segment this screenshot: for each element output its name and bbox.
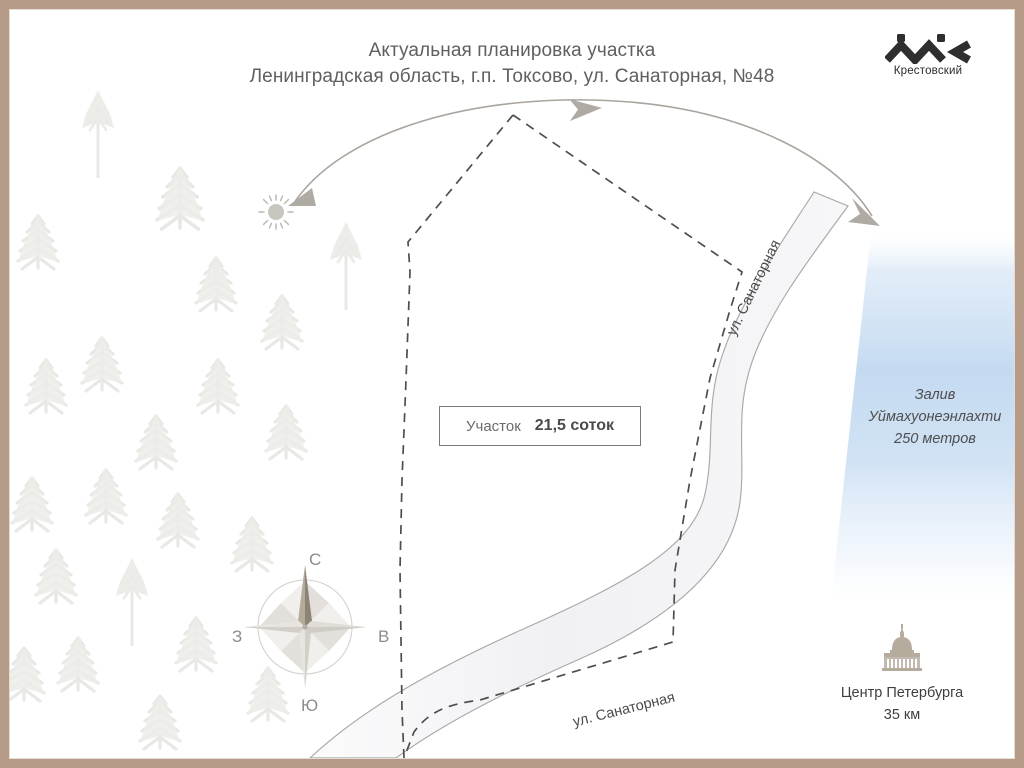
sun-icon <box>258 194 294 230</box>
compass-rose <box>243 565 367 689</box>
map-graphics <box>10 88 1014 758</box>
road-sanatornaya <box>309 191 849 758</box>
arc-arrow-right <box>848 198 880 226</box>
plot-area-badge: Участок 21,5 соток <box>439 406 641 446</box>
sun-path-arc <box>288 99 880 226</box>
city-line-1: Центр Петербурга <box>840 685 964 701</box>
city-distance-annotation: Центр Петербурга 35 км <box>822 624 982 726</box>
map-canvas: Актуальная планировка участка Ленинградс… <box>10 10 1014 758</box>
cathedral-icon <box>882 624 922 671</box>
plot-area-value: 21,5 соток <box>534 417 615 434</box>
zigzag-roof-icon <box>885 34 971 64</box>
plot-boundary <box>399 114 744 758</box>
brand-logo[interactable]: Крестовский <box>868 34 988 77</box>
logo-wordmark: Крестовский <box>893 65 963 77</box>
bay-water <box>830 224 1014 610</box>
city-line-2: 35 км <box>883 707 921 723</box>
plot-area-caption: Участок <box>465 417 521 435</box>
arc-arrow-left <box>288 188 316 206</box>
arc-arrow-mid <box>569 99 602 122</box>
